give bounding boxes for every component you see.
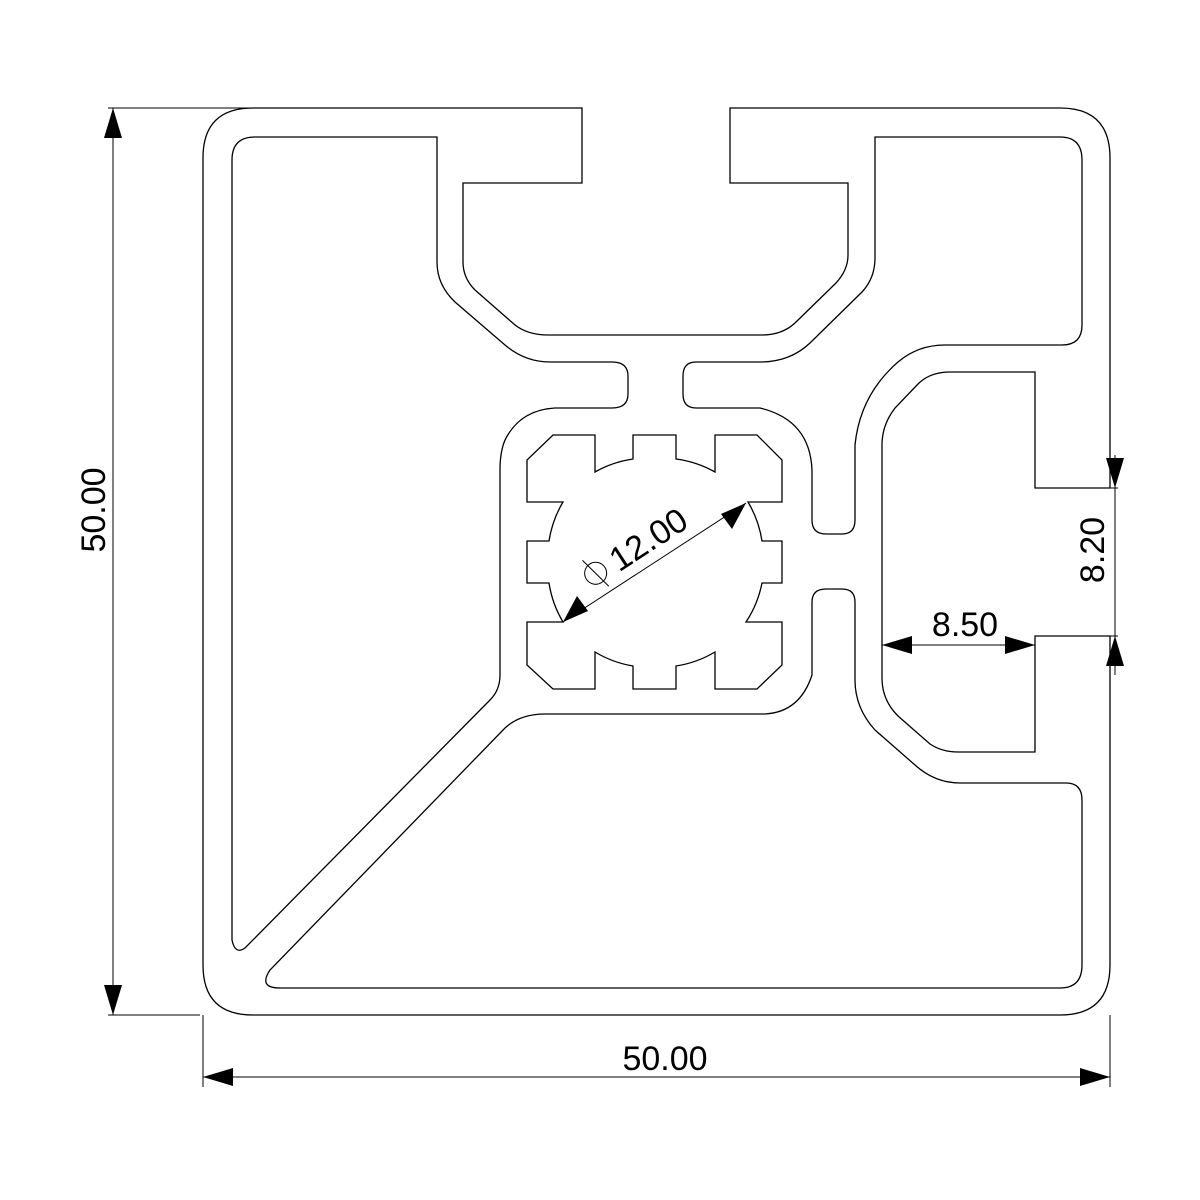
slot-depth-label: 8.50 xyxy=(932,606,998,644)
bore-diameter-dimension: 12.00 xyxy=(562,501,747,623)
arrow-icon xyxy=(203,1068,233,1086)
height-dimension: 50.00 xyxy=(75,107,255,1016)
diameter-symbol-icon xyxy=(584,561,608,585)
width-dimension: 50.00 xyxy=(202,1015,1111,1087)
arrow-icon xyxy=(104,108,122,138)
slot-opening-dimension: 8.20 xyxy=(1035,455,1124,675)
slot-opening-label: 8.20 xyxy=(1074,517,1112,583)
arrow-icon xyxy=(1106,458,1124,488)
left-pocket xyxy=(231,136,629,951)
top-right-pocket xyxy=(682,136,1083,535)
bottom-pocket xyxy=(265,588,1083,989)
arrow-icon xyxy=(721,503,746,529)
width-label: 50.00 xyxy=(622,1040,707,1078)
arrow-icon xyxy=(1005,636,1035,654)
slot-depth-dimension: 8.50 xyxy=(882,606,1035,654)
arrow-icon xyxy=(104,985,122,1015)
arrow-icon xyxy=(1080,1068,1110,1086)
center-bore-cavity xyxy=(526,434,783,690)
arrow-icon xyxy=(563,596,588,622)
bore-diameter-label: 12.00 xyxy=(603,501,695,579)
arrow-icon xyxy=(882,636,912,654)
height-label: 50.00 xyxy=(75,467,113,552)
profile-outer-contour xyxy=(202,107,1111,1016)
arrow-icon xyxy=(1106,636,1124,666)
